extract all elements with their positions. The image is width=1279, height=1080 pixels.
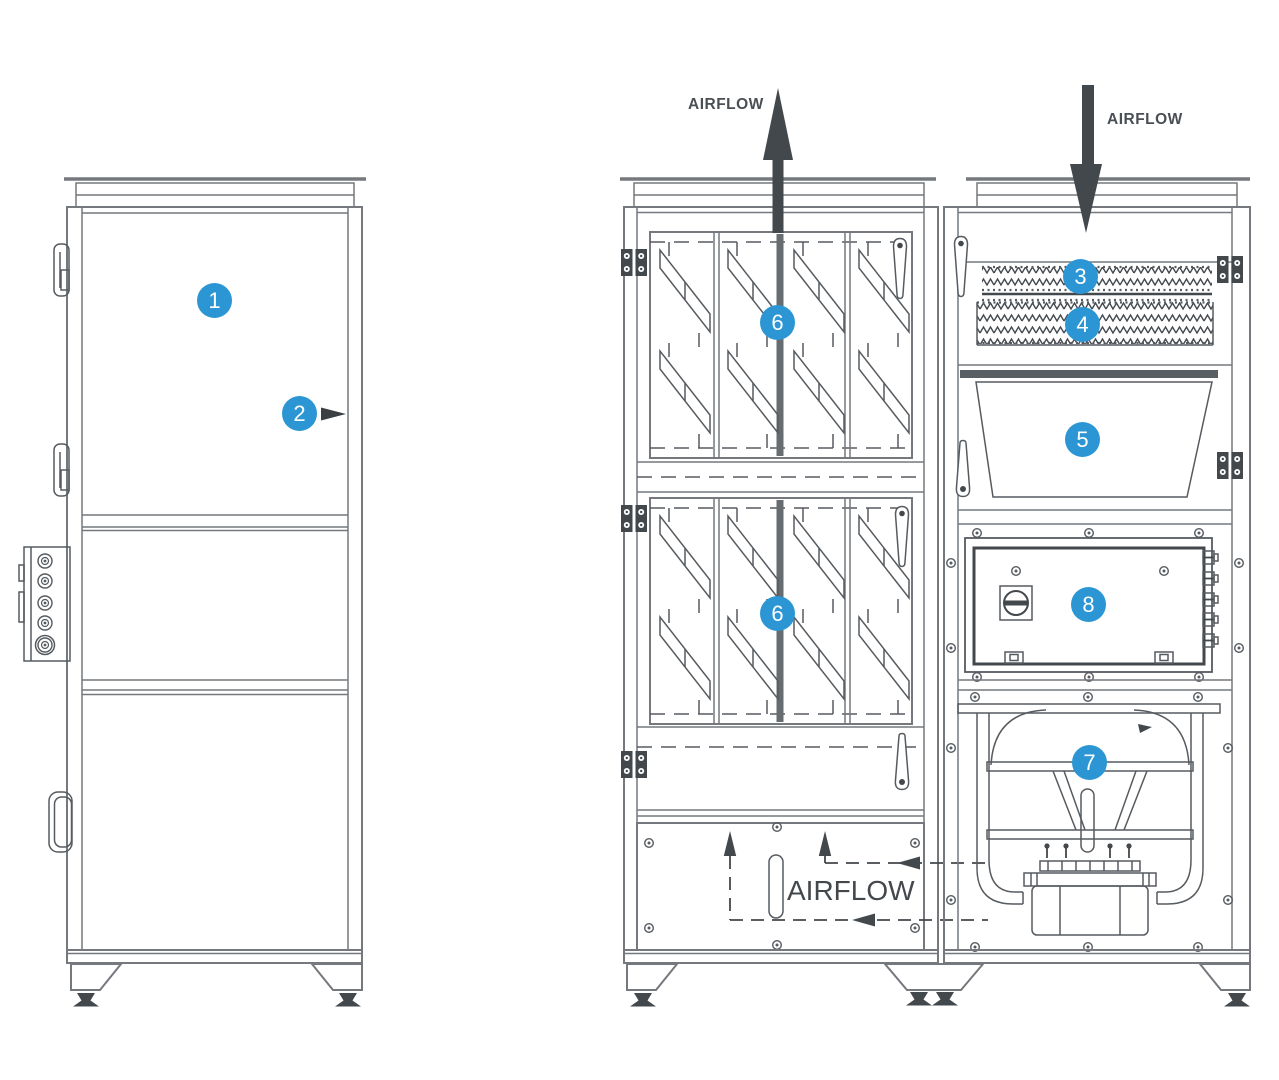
filter-flange: [960, 370, 1218, 378]
leveling-foot: [70, 963, 122, 991]
intake-arrow-down: [1070, 85, 1102, 233]
cable-glands: [1202, 550, 1219, 648]
cabinet-body: [66, 206, 363, 951]
callout-8: 8: [1071, 587, 1106, 622]
fan-assembly: [946, 703, 1234, 952]
filter-bank-upper: [649, 231, 913, 459]
callout-6-lower: 6: [760, 596, 795, 631]
slot-handle[interactable]: [768, 854, 784, 919]
grab-handle[interactable]: [48, 791, 73, 853]
bag-filter: [975, 381, 1213, 498]
side-latch-handle[interactable]: [53, 443, 70, 497]
exhaust-arrow-up: [763, 88, 793, 233]
fan-motor: [1031, 885, 1149, 936]
callout-3: 3: [1063, 259, 1098, 294]
callout-5: 5: [1065, 422, 1100, 457]
callout-7: 7: [1072, 745, 1107, 780]
callout-1: 1: [197, 283, 232, 318]
latch-handle[interactable]: [892, 237, 908, 300]
airflow-dashed-path: [729, 856, 988, 921]
control-knob-panel[interactable]: [18, 546, 71, 662]
airflow-label-top-right: AIRFLOW: [1107, 111, 1183, 128]
middle-unit: [620, 88, 988, 1007]
hinge: [1217, 256, 1243, 283]
electrical-control-box: [946, 528, 1245, 682]
left-cabinet: [18, 177, 366, 1007]
hinge: [621, 249, 647, 276]
latch-handle[interactable]: [953, 235, 969, 298]
callout-2-pointer: [321, 407, 346, 421]
right-unit: [943, 85, 1251, 1007]
callout-4: 4: [1065, 307, 1100, 342]
airflow-label-bottom: AIRFLOW: [787, 875, 915, 906]
callout-2: 2: [282, 396, 317, 431]
rotary-switch[interactable]: [999, 585, 1033, 621]
airflow-label-top-left: AIRFLOW: [688, 96, 764, 113]
callout-6-upper: 6: [760, 305, 795, 340]
side-latch-handle[interactable]: [53, 243, 70, 297]
inlet-box: [636, 822, 988, 951]
